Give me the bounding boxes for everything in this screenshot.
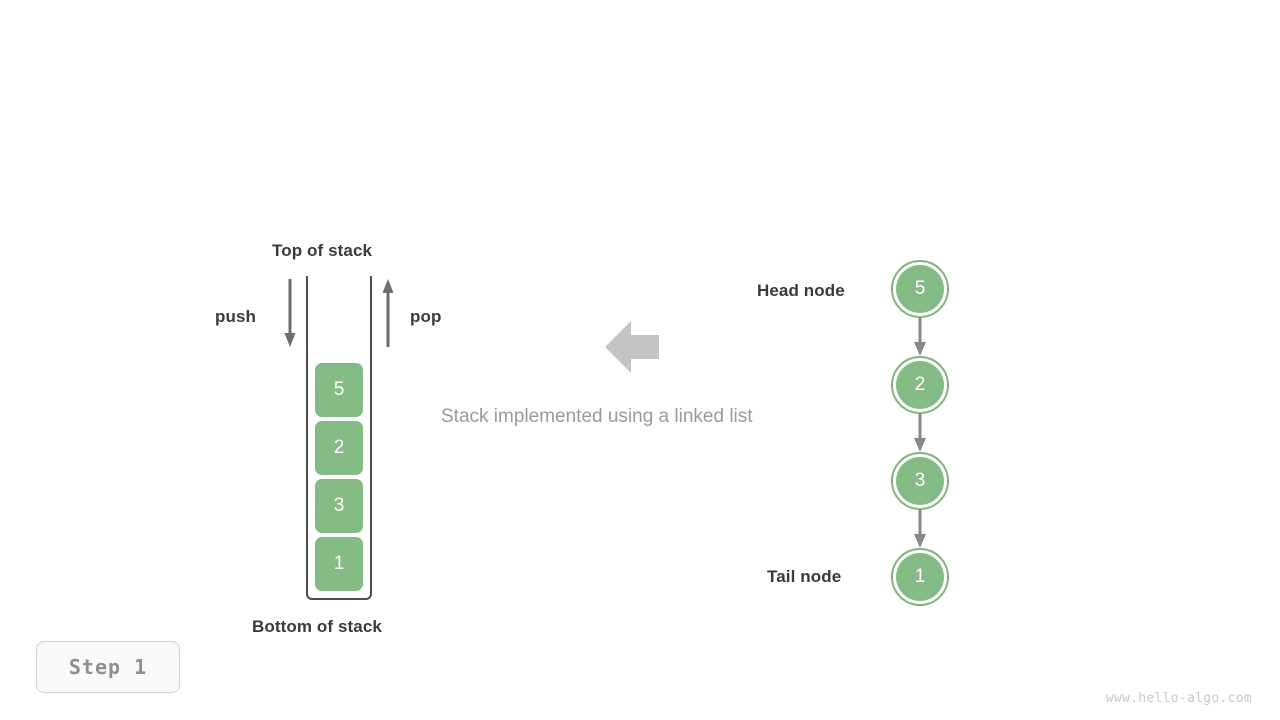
stack-cell[interactable]: 3 xyxy=(315,479,363,533)
stack-container xyxy=(306,276,372,600)
linked-list-node-inner: 2 xyxy=(896,361,944,409)
tail-node-label: Tail node xyxy=(767,567,842,586)
head-node-label: Head node xyxy=(757,281,845,300)
stack-cell-list: 5 2 3 1 xyxy=(315,363,363,591)
linked-list-node-value: 5 xyxy=(914,278,926,299)
linked-list-node-value: 1 xyxy=(914,566,926,587)
stack-cell[interactable]: 1 xyxy=(315,537,363,591)
linked-list-node-inner: 1 xyxy=(896,553,944,601)
diagram-caption: Stack implemented using a linked list xyxy=(441,406,753,427)
stack-cell[interactable]: 5 xyxy=(315,363,363,417)
linked-list-node[interactable]: 2 xyxy=(891,356,949,414)
stack-cell[interactable]: 2 xyxy=(315,421,363,475)
stack-cell-value: 1 xyxy=(333,553,345,574)
linked-list-node-inner: 5 xyxy=(896,265,944,313)
stack-cell-value: 5 xyxy=(333,379,345,400)
stack-cell-value: 2 xyxy=(333,437,345,458)
push-label: push xyxy=(215,307,257,326)
linked-list-node-inner: 3 xyxy=(896,457,944,505)
watermark: www.hello-algo.com xyxy=(1105,691,1252,706)
stack-top-label: Top of stack xyxy=(272,241,373,260)
node-link-arrow-icon xyxy=(914,318,926,356)
stack-cell-value: 3 xyxy=(333,495,345,516)
pop-arrow-icon xyxy=(382,279,394,347)
linked-list-node[interactable]: 5 xyxy=(891,260,949,318)
push-arrow-icon xyxy=(284,279,296,347)
node-link-arrow-icon xyxy=(914,510,926,548)
step-badge-label: Step 1 xyxy=(68,655,148,679)
node-link-arrow-icon xyxy=(914,414,926,452)
linked-list-node[interactable]: 1 xyxy=(891,548,949,606)
pop-label: pop xyxy=(410,307,442,326)
linked-list-node-value: 3 xyxy=(914,470,926,491)
linked-list-node[interactable]: 3 xyxy=(891,452,949,510)
stack-bottom-label: Bottom of stack xyxy=(252,617,382,636)
linked-list-node-value: 2 xyxy=(914,374,926,395)
arrow-left-icon xyxy=(605,321,659,373)
step-badge[interactable]: Step 1 xyxy=(36,641,180,693)
